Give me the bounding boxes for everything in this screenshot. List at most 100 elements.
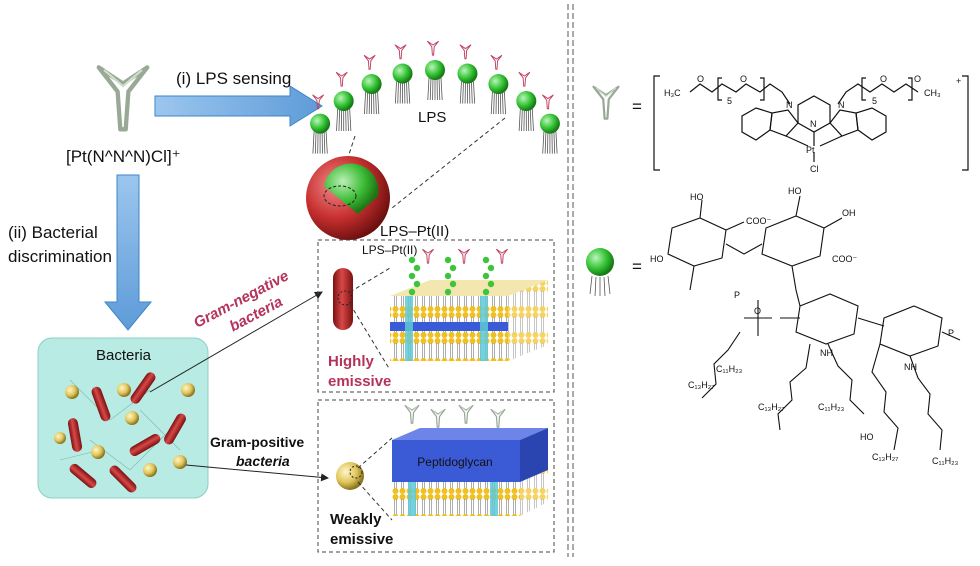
- pt-complex-icon: [460, 45, 471, 59]
- pt-complex-formula: [Pt(N^N^N)Cl]⁺: [66, 147, 181, 166]
- lps-tail: [502, 92, 503, 114]
- chem-n-right: N: [838, 100, 845, 110]
- lps-strand-bead: [483, 289, 489, 295]
- lps-chem-c11-1: C₁₁H₂₃: [716, 364, 743, 374]
- legend-lps-icon: [586, 248, 614, 296]
- lps-strand-bead: [414, 281, 420, 287]
- legend-pt-icon: [594, 87, 619, 119]
- discrimination-label-1: (ii) Bacterial: [8, 223, 98, 242]
- lps-sensing-arrow: [155, 86, 322, 126]
- lps-bead: [334, 91, 354, 111]
- lps-tail: [504, 92, 505, 114]
- lps-tail: [313, 132, 314, 154]
- lps-bead: [425, 60, 445, 80]
- chem-o-1: O: [697, 74, 704, 84]
- lps-chem-ho-3: HO: [788, 186, 802, 196]
- lps-chem-p-2: P: [948, 328, 954, 338]
- lps-tail: [350, 109, 351, 131]
- highly-emissive-label-1: Highly: [328, 353, 374, 370]
- lps-strand-bead: [488, 265, 494, 271]
- gram-positive-label-1: Gram-positive: [210, 434, 304, 450]
- lps-strand-bead: [445, 273, 451, 279]
- gram-positive-label-2: bacteria: [236, 453, 290, 469]
- pt-complex-icon: [405, 406, 419, 424]
- lps-bead: [488, 74, 508, 94]
- lps-label: LPS: [418, 109, 446, 126]
- lps-strand-bead: [488, 281, 494, 287]
- lps-tail: [339, 109, 340, 131]
- pt-complex-icon: [364, 55, 375, 69]
- lps-tail: [543, 132, 544, 154]
- lps-strand-bead: [409, 289, 415, 295]
- divider: [568, 4, 573, 557]
- lps-tail: [348, 109, 349, 131]
- lps-chem-o-1: O: [754, 306, 761, 316]
- lps-tail: [463, 82, 464, 104]
- chem-o-4: O: [914, 74, 921, 84]
- lps-tail: [430, 78, 431, 100]
- weakly-emissive-label-1: Weakly: [330, 511, 382, 528]
- lps-tail: [324, 132, 325, 154]
- lps-tail: [395, 82, 396, 104]
- pt-complex-icon: [336, 72, 347, 86]
- chem-o-3: O: [880, 74, 887, 84]
- lps-strand-bead: [483, 273, 489, 279]
- lps-chem-nh-2: NH: [904, 362, 917, 372]
- lps-tail: [556, 132, 557, 154]
- lps-chem-nh-1: NH: [820, 348, 833, 358]
- lps-chem-c11-3: C₁₁H₂₃: [932, 456, 959, 466]
- lps-chem-c11-2: C₁₁H₂₃: [818, 402, 845, 412]
- lps-strand-bead: [483, 257, 489, 263]
- lps-bead: [310, 114, 330, 134]
- pt-complex-icon: [491, 410, 505, 428]
- pt-complex-icon: [431, 410, 445, 428]
- lps-chem-c13-3: C₁₃H₂₇: [872, 452, 898, 462]
- lps-strand-bead: [450, 281, 456, 287]
- lps-tail: [460, 82, 461, 104]
- pt-complex-icon: [395, 45, 406, 59]
- lps-strand-bead: [445, 289, 451, 295]
- lps-tail: [441, 78, 442, 100]
- lps-tail: [407, 82, 408, 104]
- lps-tail: [473, 82, 474, 104]
- chem-o-2: O: [740, 74, 747, 84]
- gram-negative-rod: [333, 268, 353, 330]
- chem-charge: +: [956, 76, 961, 86]
- lps-tail: [554, 132, 555, 154]
- lps-chem-p-1: P: [734, 290, 740, 300]
- lps-tail: [326, 132, 327, 154]
- chem-cl: Cl: [810, 164, 819, 174]
- lps-bead: [540, 114, 560, 134]
- lps-tail: [428, 78, 429, 100]
- lps-chem-c13-1: C₁₃H₂₇: [688, 380, 714, 390]
- peptidoglycan-block: [392, 428, 548, 516]
- lps-tail: [376, 92, 377, 114]
- discrimination-label-2: discrimination: [8, 247, 112, 266]
- chem-h3c: H₃C: [664, 88, 681, 98]
- chem-n-center: N: [810, 119, 817, 129]
- chem-sub-5-left: 5: [727, 96, 732, 106]
- lps-chem-oh-1: OH: [842, 208, 856, 218]
- lps-chem-coo-1: COO⁻: [746, 216, 772, 226]
- lps-chem-c13-2: C₁₃H₂₇: [758, 402, 784, 412]
- lps-tail: [532, 109, 533, 131]
- lps-bead: [362, 74, 382, 94]
- lps-tail: [491, 92, 492, 114]
- pt-complex-icon: [497, 249, 508, 263]
- pt-complex-icon: [423, 249, 434, 263]
- lps-tail: [367, 92, 368, 114]
- pt-complex-icon: [459, 249, 470, 263]
- lps-strand-bead: [409, 273, 415, 279]
- pt-complex-icon: [428, 41, 439, 55]
- legend-equals-2: =: [632, 257, 642, 276]
- pt-complex-icon: [459, 406, 473, 424]
- lps-tail: [545, 132, 546, 154]
- pt-complex-icon: [491, 55, 502, 69]
- legend-equals-1: =: [632, 97, 642, 116]
- lps-tail: [530, 109, 531, 131]
- lps-tail: [439, 78, 440, 100]
- lps-tail: [409, 82, 410, 104]
- lps-bead: [393, 64, 413, 84]
- lps-strand-bead: [450, 265, 456, 271]
